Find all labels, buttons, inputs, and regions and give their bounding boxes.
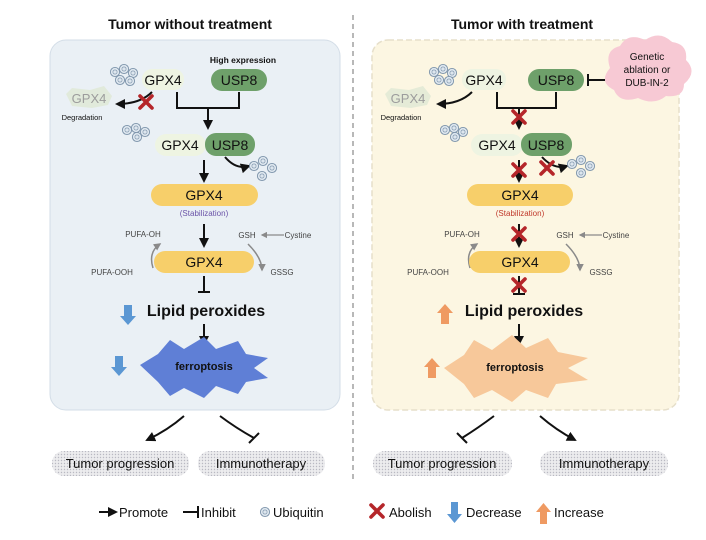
left-pufa-oh-label: PUFA-OH (125, 230, 161, 239)
legend-abolish-icon (369, 503, 385, 519)
legend-ubiquitin-icon (259, 506, 271, 518)
treatment-line3: DUB-IN-2 (625, 78, 669, 89)
left-degradation-arrow (115, 91, 153, 109)
right-cystine-label: Cystine (603, 231, 630, 240)
right-immunotherapy-label: Immunotherapy (559, 456, 650, 471)
right-pufa-reduction-arrow (467, 243, 479, 269)
high-expression-label: High expression (210, 55, 276, 65)
left-usp8-top-label: USP8 (221, 72, 258, 88)
right-usp8-top-label: USP8 (538, 72, 575, 88)
treatment-line2: ablation or (624, 65, 671, 76)
left-tumor-progression-label: Tumor progression (66, 456, 175, 471)
legend-abolish-label: Abolish (389, 505, 432, 520)
right-lipid-peroxides-label: Lipid peroxides (465, 303, 583, 320)
right-gpx4-stabilized (467, 184, 573, 206)
left-gpx4-complex (155, 134, 206, 156)
left-gpx4-active-label: GPX4 (185, 254, 223, 270)
left-inhibit-immunotherapy-line (219, 415, 255, 439)
left-pufa-ooh-label: PUFA-OOH (91, 268, 133, 277)
right-degradation-arrow (436, 91, 473, 109)
right-gpx4-active-label: GPX4 (501, 254, 539, 270)
left-immunotherapy-label: Immunotherapy (216, 456, 307, 471)
right-panel-title: Tumor with treatment (451, 16, 593, 32)
left-panel-title: Tumor without treatment (108, 16, 272, 32)
right-ferroptosis-label: ferroptosis (486, 362, 543, 374)
right-gpx4-top-label: GPX4 (465, 72, 503, 88)
left-degradation-label: Degradation (62, 113, 103, 122)
left-gpx4-fragment (66, 86, 112, 108)
right-tumor-progression-label: Tumor progression (388, 456, 497, 471)
left-gpx4-top (142, 69, 184, 90)
right-gpx4-complex (471, 134, 523, 156)
left-gsh-oxidation-arrow (247, 243, 266, 272)
right-lipid-increase-icon (437, 304, 453, 324)
left-cystine-label: Cystine (285, 231, 312, 240)
left-ferroptosis-burst (140, 337, 268, 398)
right-inhibit-tumor-bar (456, 432, 468, 444)
left-lipid-peroxides-label: Lipid peroxides (147, 303, 265, 320)
right-gpx4-top (462, 69, 506, 90)
right-panel: Tumor with treatment Genetic ablation or… (371, 16, 692, 476)
right-gsh-label: GSH (556, 231, 574, 240)
legend-promote-label: Promote (119, 505, 168, 520)
right-inhibit-tumor-line (461, 415, 495, 439)
treatment-line1: Genetic (630, 52, 664, 63)
left-gpx4-stabilized (151, 184, 258, 206)
left-gpx4-top-label: GPX4 (144, 72, 182, 88)
right-usp8-complex-label: USP8 (528, 137, 565, 153)
right-tumor-progression-box (373, 451, 512, 476)
right-gsh-oxidation-arrow (565, 243, 584, 272)
left-promote-tumor-arrow (145, 415, 185, 442)
right-ubiquitin-release-arrow (541, 156, 569, 174)
left-inhibit-immunotherapy-bar (248, 432, 260, 444)
left-stabilization-label: (Stabilization) (180, 209, 229, 218)
right-immunotherapy-box (540, 451, 668, 476)
right-usp8-top (528, 69, 584, 91)
legend-decrease-icon (447, 502, 462, 523)
treatment-cloud (604, 35, 692, 102)
right-usp8-complex (521, 133, 572, 156)
left-panel: Tumor without treatment High expression … (49, 16, 341, 476)
right-pufa-ooh-label: PUFA-OOH (407, 268, 449, 277)
legend-decrease-label: Decrease (466, 505, 522, 520)
legend-increase-icon (536, 503, 551, 524)
legend: Promote Inhibit Ubiquitin Abolish Decrea… (99, 502, 604, 524)
left-tumor-progression-box (52, 451, 189, 476)
left-ferroptosis-label: ferroptosis (175, 361, 232, 373)
right-ferroptosis-burst (444, 335, 588, 402)
left-ubiquitin-release-arrow (224, 156, 251, 174)
right-ferroptosis-increase-icon (424, 358, 440, 378)
left-usp8-top (211, 69, 267, 91)
left-gpx4-complex-label: GPX4 (161, 137, 199, 153)
left-gsh-label: GSH (238, 231, 256, 240)
right-binding-bracket (496, 92, 557, 109)
legend-inhibit-label: Inhibit (201, 505, 236, 520)
left-lipid-decrease-icon (120, 305, 136, 325)
left-usp8-complex (205, 133, 255, 156)
left-usp8-complex-label: USP8 (212, 137, 249, 153)
right-gpx4-active (469, 251, 570, 273)
left-gpx4-stabilized-label: GPX4 (185, 187, 223, 203)
left-immunotherapy-box (198, 451, 325, 476)
right-stabilization-label: (Stabilization) (496, 209, 545, 218)
left-gpx4-degraded-label: GPX4 (72, 91, 107, 106)
left-ferroptosis-decrease-icon (111, 356, 127, 376)
left-gssg-label: GSSG (270, 268, 293, 277)
legend-ubiquitin-label: Ubiquitin (273, 505, 324, 520)
legend-increase-label: Increase (554, 505, 604, 520)
right-gpx4-stabilized-label: GPX4 (501, 187, 539, 203)
right-gpx4-fragment (385, 86, 431, 108)
right-degradation-label: Degradation (381, 113, 422, 122)
left-gpx4-active (154, 251, 254, 273)
left-pufa-reduction-arrow (150, 243, 162, 269)
right-pufa-oh-label: PUFA-OH (444, 230, 480, 239)
right-gpx4-complex-label: GPX4 (478, 137, 516, 153)
right-gpx4-degraded-label: GPX4 (391, 91, 426, 106)
right-gssg-label: GSSG (589, 268, 612, 277)
right-promote-immunotherapy-arrow (539, 415, 577, 441)
